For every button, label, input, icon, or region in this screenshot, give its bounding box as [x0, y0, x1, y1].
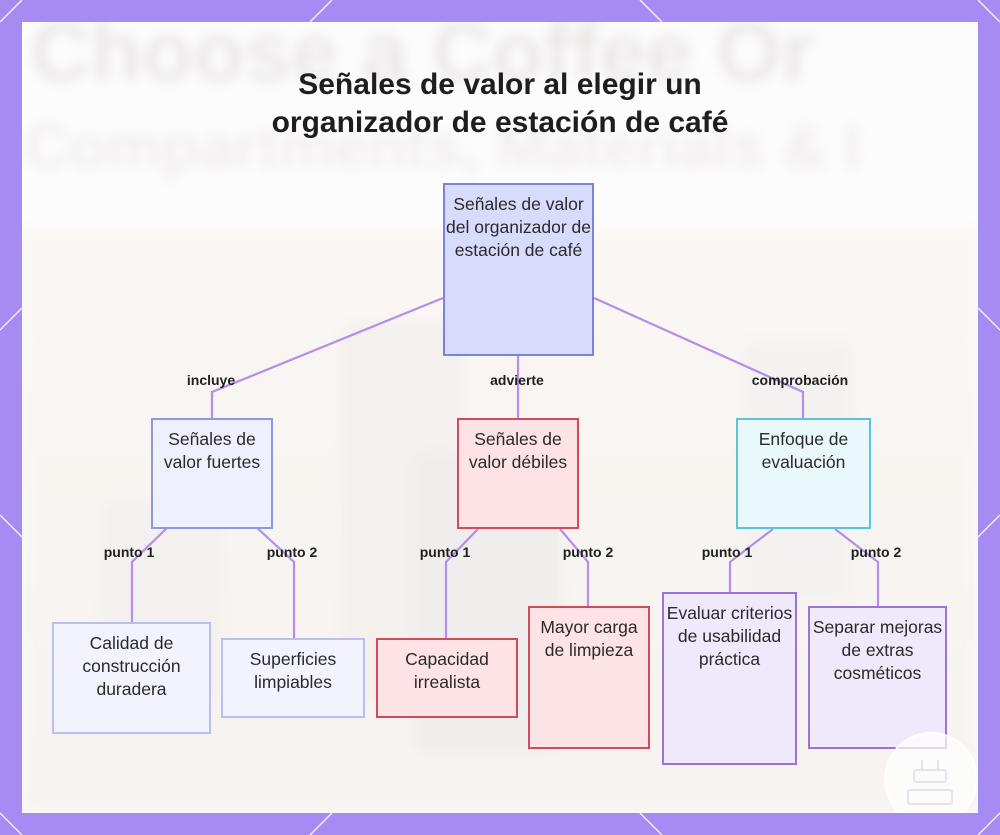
edge-label-point-2: punto 2 — [266, 544, 318, 560]
edge-focus-1 — [728, 528, 774, 592]
cosmetic-extras-node: Separar mejoras de extras cosméticos — [808, 606, 947, 749]
cleaning-burden-node: Mayor carga de limpieza — [528, 606, 650, 749]
edge-label-point-1: punto 1 — [701, 544, 753, 560]
edge-label-includes: incluye — [186, 372, 236, 388]
connector-lines — [130, 296, 880, 638]
edge-label-point-2: punto 2 — [562, 544, 614, 560]
strong-signals-node: Señales de valor fuertes — [151, 418, 273, 529]
cleanable-surfaces-node: Superficies limpiables — [221, 638, 365, 718]
unrealistic-capacity-node: Capacidad irrealista — [376, 638, 518, 718]
evaluation-approach-node: Enfoque de evaluación — [736, 418, 871, 529]
title-line-2: organizador de estación de café — [271, 106, 729, 139]
edge-weak-2 — [559, 528, 590, 606]
plug-icon — [907, 760, 953, 805]
page-title: Señales de valor al elegir un organizado… — [22, 66, 978, 142]
edge-root-strong — [210, 296, 444, 418]
edge-strong-2 — [253, 524, 296, 638]
diagram-card: Choose a Coffee Or Compartments, Materia… — [22, 22, 978, 813]
edge-label-check: comprobación — [751, 372, 849, 388]
usability-criteria-node: Evaluar criterios de usabilidad práctica — [662, 592, 797, 765]
title-line-1: Señales de valor al elegir un — [298, 68, 702, 101]
edge-weak-1 — [444, 528, 479, 638]
background-text-line-2: Compartments, Materials & I — [24, 113, 862, 182]
edge-label-point-1: punto 1 — [419, 544, 471, 560]
background-text-line-1: Choose a Coffee Or — [30, 22, 815, 99]
edge-label-point-1: punto 1 — [103, 544, 155, 560]
edge-label-point-2: punto 2 — [850, 544, 902, 560]
edge-root-focus — [593, 296, 805, 418]
durable-build-node: Calidad de construcción duradera — [52, 622, 211, 734]
root-node: Señales de valor del organizador de esta… — [443, 183, 594, 356]
edge-focus-2 — [834, 528, 880, 606]
weak-signals-node: Señales de valor débiles — [457, 418, 579, 529]
edge-label-warns: advierte — [490, 372, 544, 388]
edge-strong-1 — [130, 524, 171, 622]
watermark-logo — [884, 732, 978, 813]
